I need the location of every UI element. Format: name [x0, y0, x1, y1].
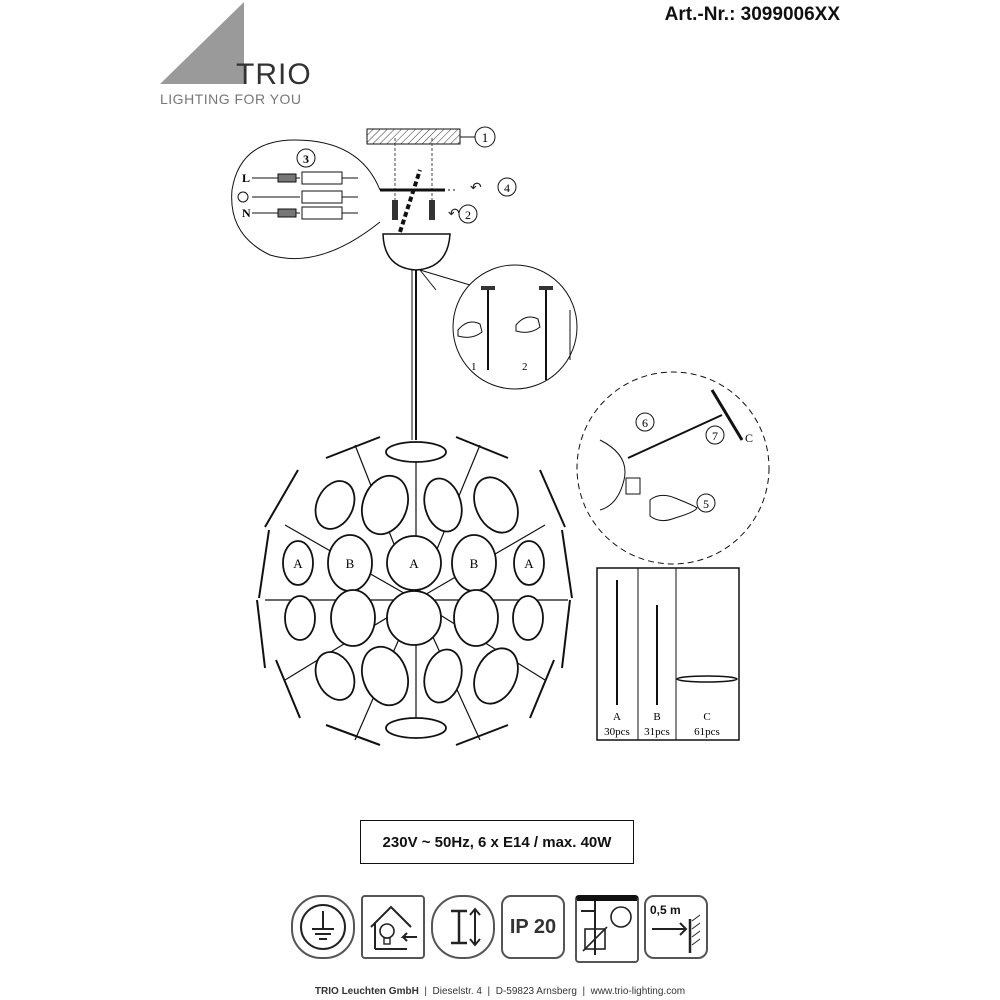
- step-6-label: 6: [642, 416, 648, 430]
- hand-icon: [457, 321, 483, 338]
- disc-label-a: A: [524, 556, 534, 571]
- rotate-arrow-icon: ↶: [470, 181, 482, 196]
- part-a-qty: 30pcs: [604, 726, 630, 738]
- indoor-use-icon: [361, 895, 425, 959]
- footer-company: TRIO Leuchten GmbH: [314, 986, 419, 997]
- ip20-icon: IP 20: [501, 895, 565, 959]
- footer-street: Dieselstr. 4: [432, 986, 482, 997]
- step-4-label: 4: [504, 181, 510, 195]
- part-b-qty: 31pcs: [644, 726, 670, 738]
- part-a-label: A: [613, 711, 621, 723]
- step-7-label: 7: [712, 429, 718, 443]
- no-dimmer-icon: [575, 895, 639, 963]
- disc-label-a: A: [293, 556, 303, 571]
- brand-name: TRIO: [236, 58, 312, 91]
- disc-label-b: B: [346, 556, 355, 571]
- wire-neutral-label: N: [242, 206, 251, 220]
- part-b-label: B: [653, 711, 660, 723]
- electrical-spec: 230V ~ 50Hz, 6 x E14 / max. 40W: [360, 820, 634, 864]
- footer-web-link[interactable]: www.trio-lighting.com: [590, 986, 686, 997]
- wire-live-label: L: [242, 171, 250, 185]
- step-3-label: 3: [303, 152, 309, 166]
- parts-table: A 30pcs B 31pcs C 61pcs: [596, 567, 740, 741]
- step-2-label: 2: [465, 208, 471, 222]
- footer: TRIO Leuchten GmbH | Dieselstr. 4 | D-59…: [314, 986, 686, 997]
- part-c-label: C: [703, 711, 710, 723]
- protective-earth-icon: [291, 895, 355, 959]
- svg-text:↶: ↶: [448, 207, 460, 222]
- part-c-qty: 61pcs: [694, 726, 720, 738]
- detail-part-c-label: C: [745, 431, 753, 445]
- step-5-label: 5: [703, 497, 709, 511]
- height-step-1: 1: [471, 361, 477, 373]
- earth-terminal-icon: [237, 191, 249, 203]
- disc-label-a: A: [409, 556, 419, 571]
- disc-label-b: B: [470, 556, 479, 571]
- e14-bulb-icon: [649, 494, 698, 522]
- step-1-label: 1: [482, 130, 489, 145]
- height-step-2: 2: [522, 361, 528, 373]
- footer-city: D-59823 Arnsberg: [495, 986, 577, 997]
- brand-tagline: LIGHTING FOR YOU: [160, 91, 302, 107]
- min-distance-icon: 0,5 m: [644, 895, 708, 959]
- adjustable-height-icon: [431, 895, 495, 959]
- distance-label: 0,5 m: [650, 903, 681, 917]
- article-number: Art.-Nr.: 3099006XX: [664, 4, 840, 25]
- trio-logo-triangle-icon: [160, 2, 244, 84]
- chandelier-illustration: A B A B A: [256, 436, 573, 746]
